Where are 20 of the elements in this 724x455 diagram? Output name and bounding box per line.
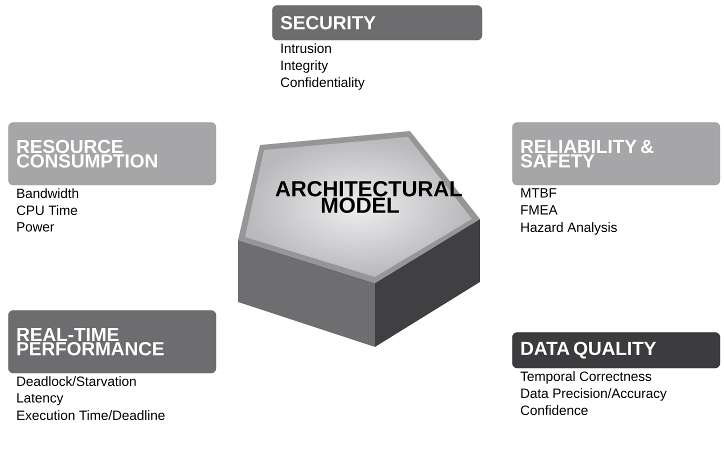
category-band: REAL-TIME PERFORMANCE (8, 310, 216, 374)
attribute-text: Confidentiality (280, 77, 365, 90)
attribute-text: Data Precision/Accuracy (521, 388, 667, 401)
category-band: RESOURCE CONSUMPTION (8, 122, 216, 186)
attribute-text: Execution Time/Deadline (17, 410, 165, 420)
attribute-text: Hazard Analysis (521, 222, 617, 235)
attribute-text: Latency (17, 393, 64, 406)
attribute-text: Intrusion (281, 43, 331, 54)
attribute-text: Integrity (281, 60, 328, 73)
attribute-text: Confidence (520, 405, 588, 416)
attribute-text: Power (17, 222, 54, 232)
attribute-text: Temporal Correctness (520, 371, 652, 384)
attribute-text: FMEA (521, 205, 558, 214)
category-band: SECURITY (272, 5, 482, 40)
category-band: RELIABILITY & SAFETY (512, 122, 720, 186)
attribute-text: Deadlock/Starvation (17, 376, 136, 386)
category-band: DATA QUALITY (512, 332, 720, 368)
attribute-text: MTBF (521, 188, 556, 198)
attribute-text: Bandwidth (17, 188, 78, 198)
attribute-text: CPU Time (16, 205, 78, 216)
